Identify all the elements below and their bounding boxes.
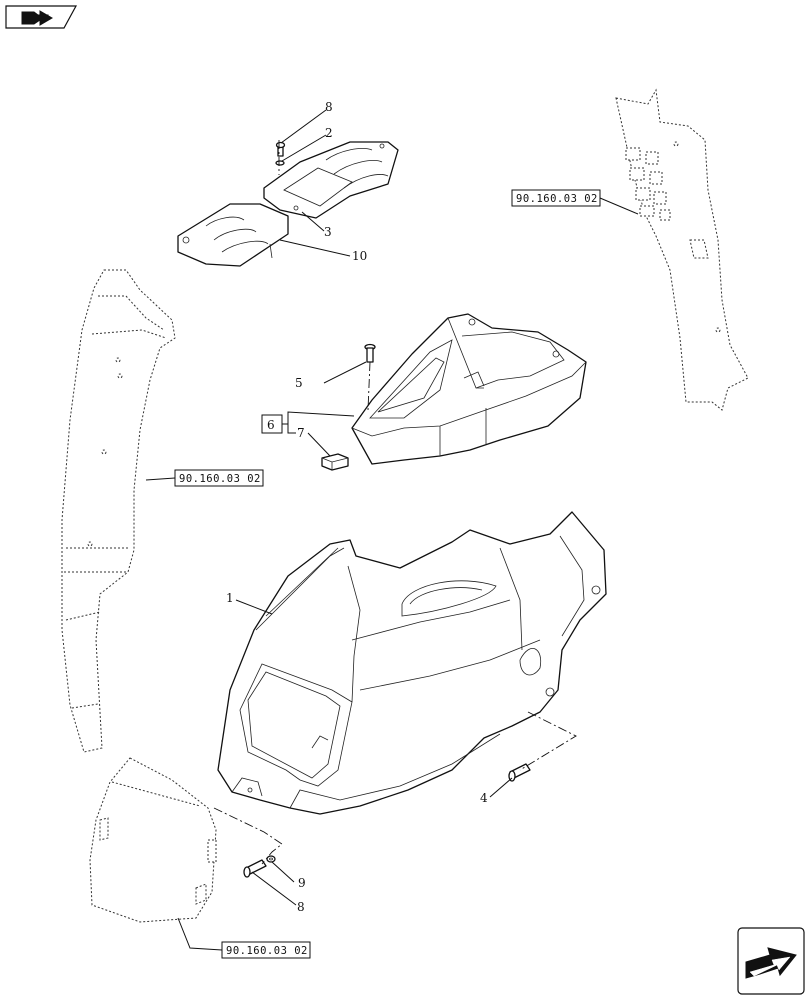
- callout-6-box: 6: [261, 414, 283, 434]
- phantom-pillar-trim: [61, 269, 176, 753]
- callout-8-bottom: 8: [297, 900, 305, 914]
- reference-text-right: 90.160.03 02: [516, 193, 598, 205]
- reference-box-left[interactable]: 90.160.03 02: [174, 469, 264, 487]
- part-3-switch-bracket: [263, 141, 399, 219]
- callout-1: 1: [226, 591, 234, 605]
- part-9-washer: [266, 855, 276, 863]
- callout-8-top: 8: [325, 100, 333, 114]
- phantom-lower-cover: [89, 757, 217, 923]
- callout-labels: 8 2 3 10 5 7 1 4 9 8: [226, 100, 488, 914]
- callout-6: 6: [267, 418, 275, 432]
- callout-7: 7: [297, 426, 305, 440]
- part-8-screw-bottom: [243, 859, 267, 878]
- part-1-main-console: [217, 511, 607, 815]
- callout-4: 4: [480, 791, 488, 805]
- callout-9: 9: [298, 876, 306, 890]
- reference-text-bottom: 90.160.03 02: [226, 945, 308, 957]
- part-8-screw-top: [275, 141, 286, 157]
- part-10-switch-plate: [177, 203, 289, 267]
- callout-3: 3: [324, 225, 332, 239]
- center-lines: [213, 140, 577, 865]
- part-7-grommet: [321, 453, 349, 471]
- callout-5: 5: [295, 376, 303, 390]
- reference-box-right[interactable]: 90.160.03 02: [511, 189, 601, 207]
- callout-10: 10: [352, 249, 367, 263]
- book-navigation-icon[interactable]: [5, 5, 78, 29]
- part-2-washer: [275, 160, 285, 166]
- phantom-side-panel: [615, 88, 749, 411]
- callout-2: 2: [325, 126, 333, 140]
- reference-text-left: 90.160.03 02: [179, 473, 261, 485]
- next-page-arrow-icon[interactable]: [737, 927, 805, 995]
- leader-lines: [145, 109, 639, 951]
- reference-box-bottom[interactable]: 90.160.03 02: [221, 941, 311, 959]
- part-6-console-housing: [351, 313, 587, 465]
- part-4-screw: [508, 763, 531, 782]
- part-5-screw: [364, 343, 376, 363]
